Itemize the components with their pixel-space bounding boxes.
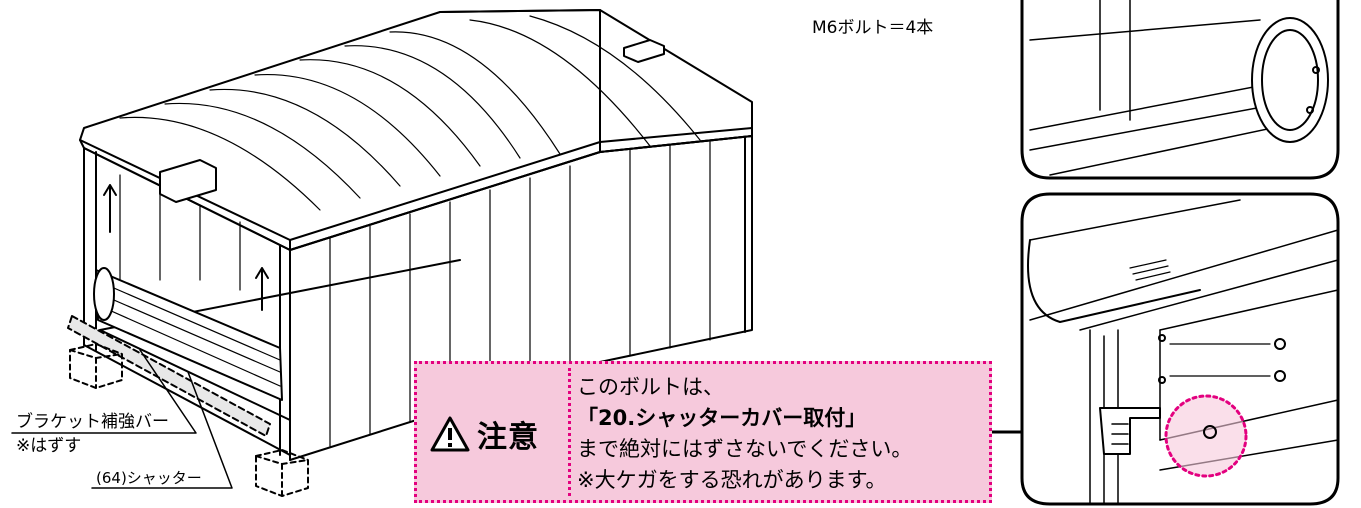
caution-box: 注意 このボルトは、 「20.シャッターカバー取付」 まで絶対にはずさないでくだ… [414, 361, 992, 503]
remove-note-label: ※はずす [16, 436, 82, 456]
caution-divider [568, 368, 571, 496]
detail-panel-top [1020, 0, 1340, 180]
caution-line: このボルトは、 [577, 375, 724, 399]
detail-panel-bottom [1020, 192, 1340, 506]
shutter-part-label: (64)シャッター [96, 469, 202, 487]
caution-heading: 注意 [429, 412, 539, 456]
caution-text: このボルトは、 「20.シャッターカバー取付」 まで絶対にはずさないでください。… [577, 372, 912, 496]
bolt-count-label: M6ボルト＝4本 [812, 18, 934, 38]
caution-word: 注意 [477, 420, 539, 455]
caution-line: まで絶対にはずさないでください。 [577, 437, 913, 461]
caution-line: ※大ケガをする恐れがあります。 [577, 468, 887, 492]
caution-line: 「20.シャッターカバー取付」 [577, 406, 867, 430]
storage-shed [67, 9, 753, 497]
warning-triangle-icon [430, 416, 470, 452]
bracket-bar-label: ブラケット補強バー [16, 412, 169, 432]
